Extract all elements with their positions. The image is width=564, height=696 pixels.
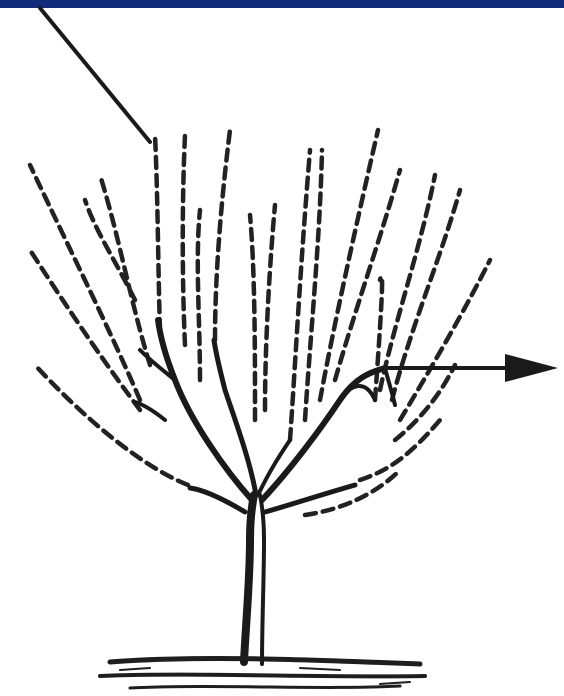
dashed-branch xyxy=(35,365,188,485)
ground-line xyxy=(110,658,420,664)
dashed-branch xyxy=(183,135,185,345)
trunk-edge xyxy=(260,495,264,664)
dashed-branch xyxy=(198,210,200,380)
removed-branches xyxy=(30,130,490,515)
scaffold-branch-left-low xyxy=(190,488,245,512)
pointer-line-upper-left xyxy=(40,8,150,142)
dashed-branch xyxy=(155,135,160,330)
dashed-branch xyxy=(395,365,455,440)
arrow-head-icon xyxy=(505,354,558,382)
center-branch xyxy=(214,340,256,495)
trunk xyxy=(244,495,254,662)
dashed-branch xyxy=(360,420,440,480)
pointer-arrow-right xyxy=(388,354,558,382)
dashed-branch xyxy=(305,470,400,515)
dashed-branch xyxy=(250,215,255,420)
dashed-branch xyxy=(215,130,230,340)
scaffold-branch-left xyxy=(158,320,252,500)
dashed-branch xyxy=(400,260,490,420)
dashed-branch xyxy=(100,175,150,365)
lateral-branch xyxy=(340,386,375,400)
dashed-branch xyxy=(265,205,275,410)
ground-line xyxy=(130,686,400,688)
ground-line xyxy=(100,675,425,677)
